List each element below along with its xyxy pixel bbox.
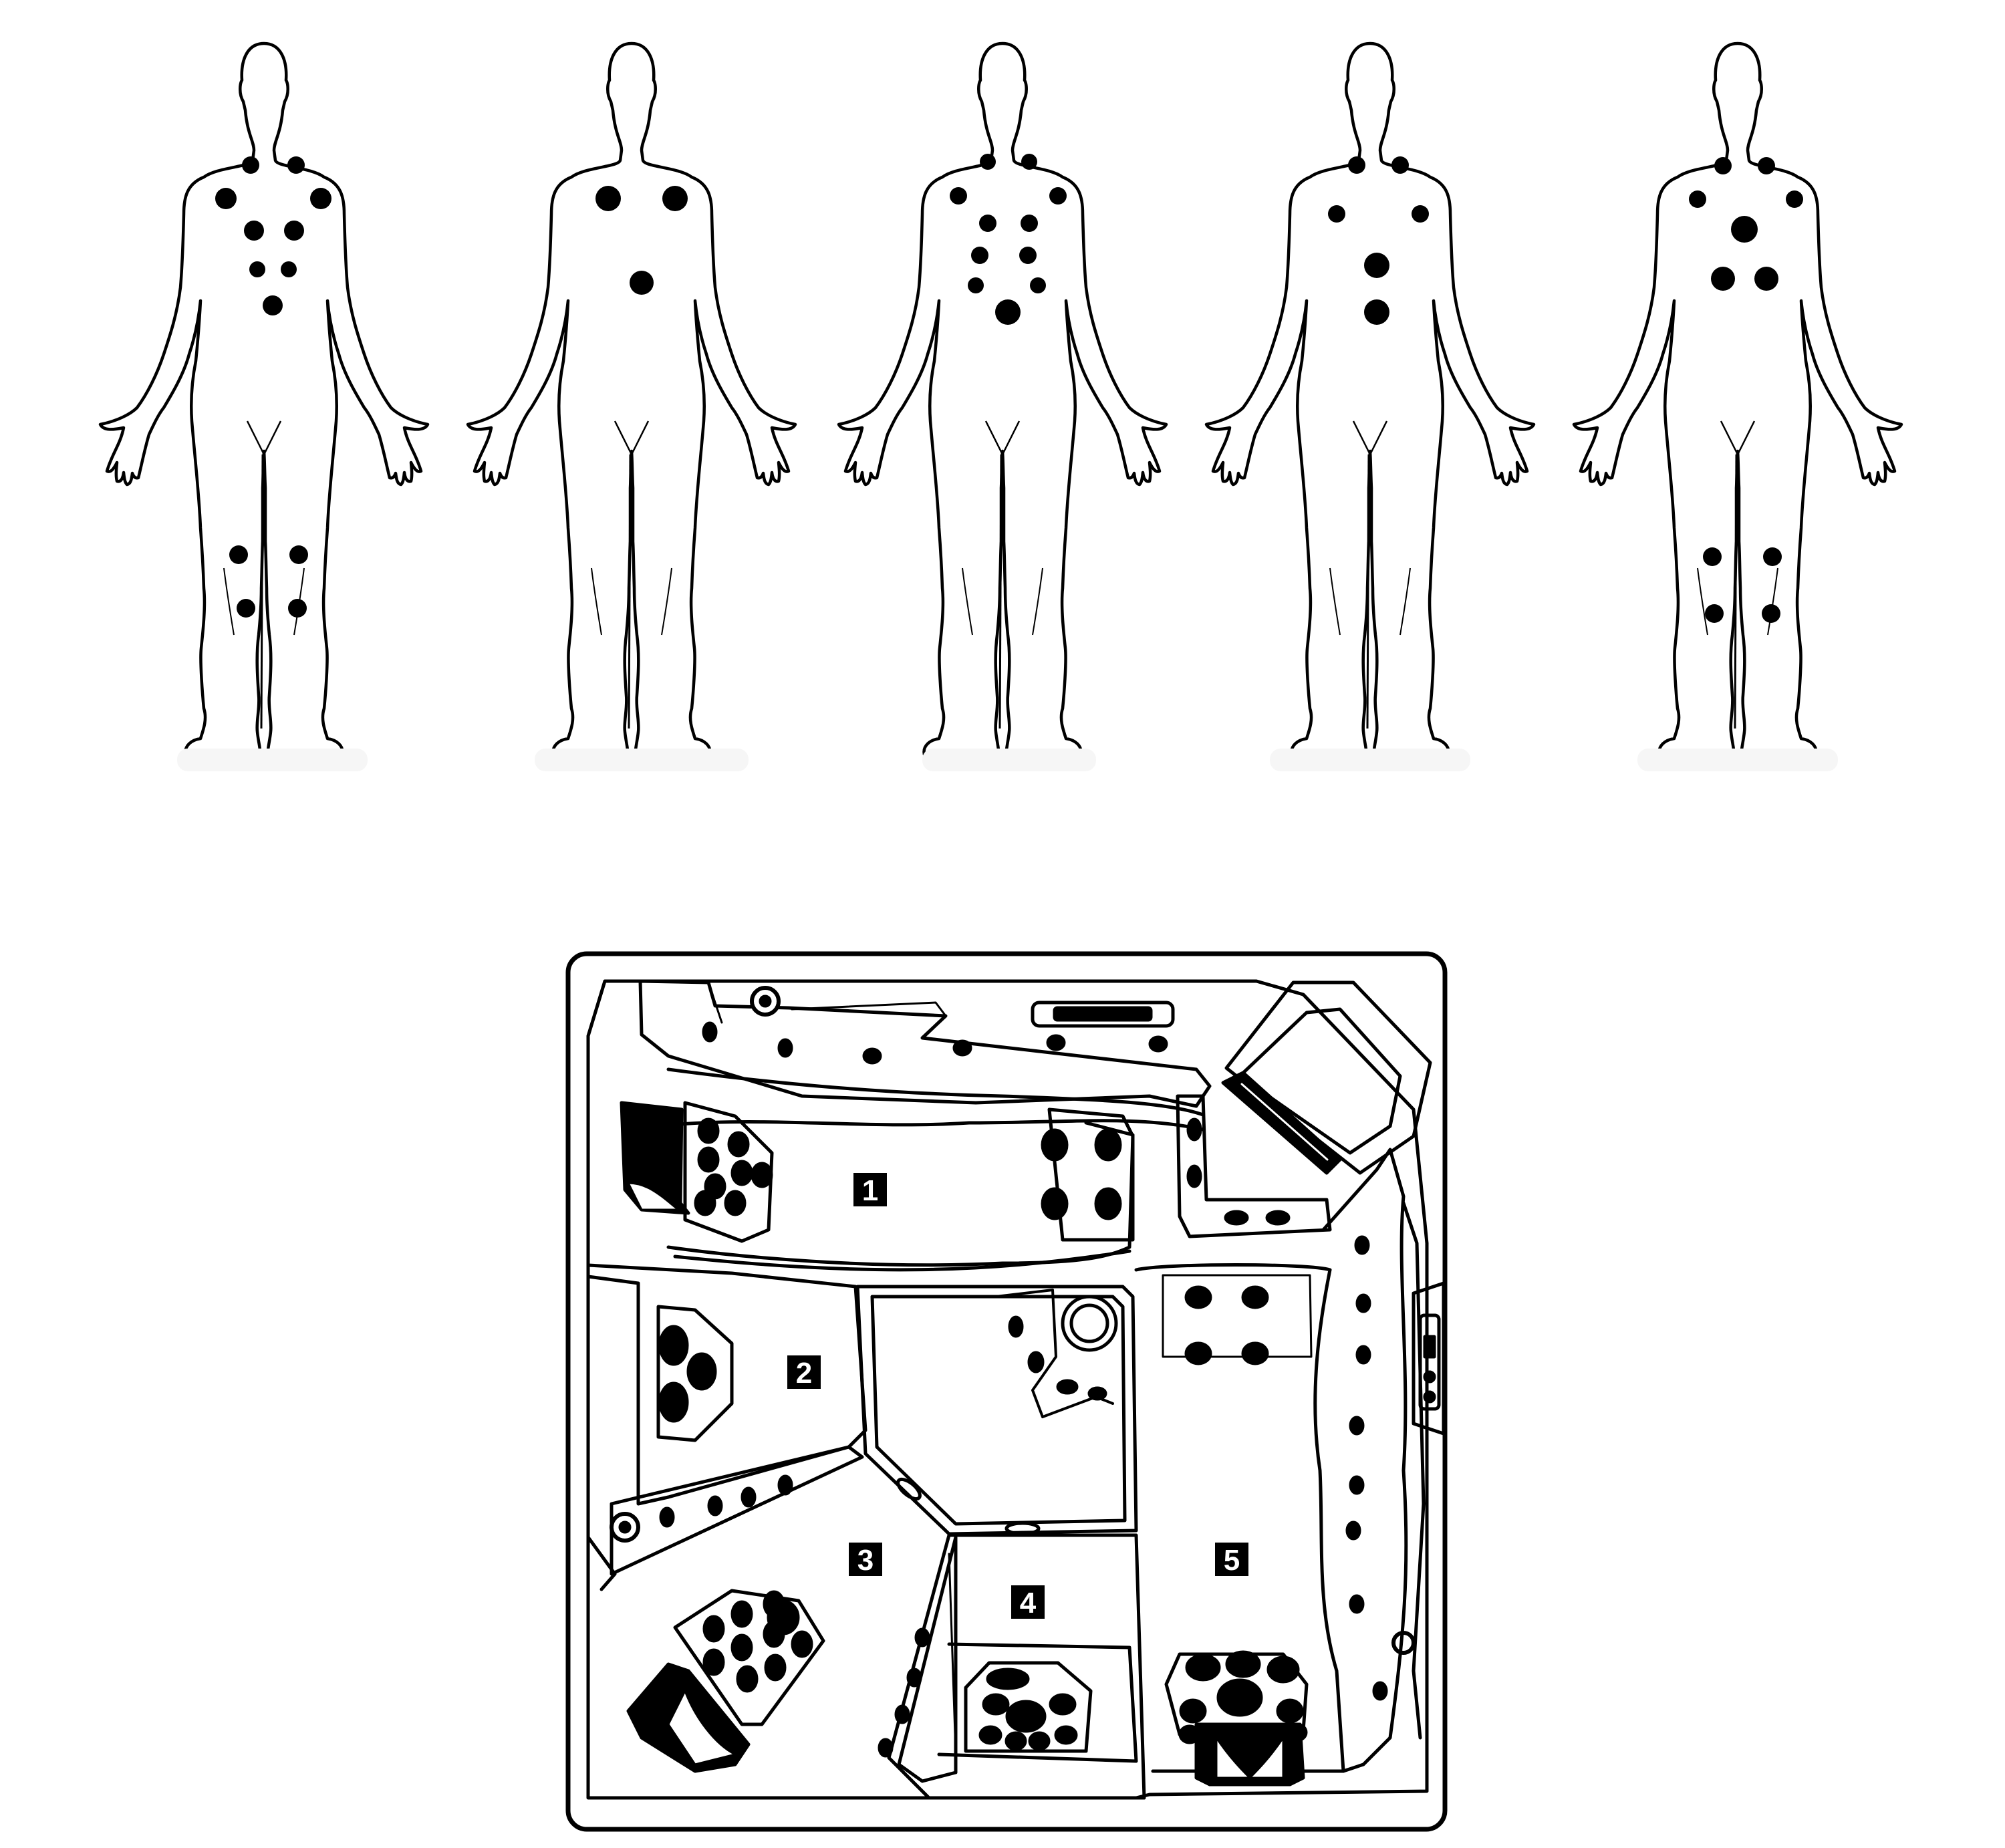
center-footwell (855, 1285, 1138, 1536)
seat-1-jets (694, 1117, 1122, 1220)
seat-label-4: 4 (1011, 1585, 1045, 1619)
svg-text:1: 1 (862, 1174, 878, 1207)
figure-3 (839, 43, 1166, 767)
figure-2 (468, 43, 795, 767)
figure-3-jet-dots (950, 154, 1067, 325)
figure-5 (1574, 43, 1901, 767)
seat-label-5: 5 (1215, 1543, 1248, 1577)
seat-3 (586, 1445, 864, 1773)
figure-2-jet-dots (595, 186, 688, 295)
figure-4-jet-dots (1328, 156, 1429, 325)
figure-1-jet-dots (215, 156, 331, 618)
seat-label-2: 2 (787, 1355, 821, 1390)
seat-number-badges: 1 2 3 4 5 (787, 1173, 1248, 1619)
caption-placeholders (177, 749, 1838, 771)
seat-5 (1134, 1148, 1446, 1787)
figure-1 (100, 43, 428, 767)
seat-label-1: 1 (853, 1173, 887, 1207)
svg-text:5: 5 (1224, 1544, 1240, 1577)
seat-4 (878, 1533, 1146, 1800)
svg-text:3: 3 (857, 1544, 874, 1577)
overflow-skimmer (1031, 1001, 1175, 1028)
svg-text:4: 4 (1020, 1587, 1037, 1619)
figure-5-jet-dots (1689, 157, 1803, 623)
svg-text:2: 2 (796, 1357, 812, 1390)
seat-5-headrest (1194, 1722, 1305, 1787)
seat-1-rim-jets (702, 986, 1168, 1065)
filter-compartment (1221, 980, 1432, 1175)
footwell-corner (1176, 1094, 1332, 1238)
seat-2 (586, 1263, 867, 1506)
figure-4 (1206, 43, 1534, 767)
seat-label-3: 3 (849, 1543, 882, 1577)
seat-1 (638, 979, 1212, 1272)
hot-tub-plan (565, 951, 1448, 1832)
control-panel (1412, 1281, 1446, 1436)
